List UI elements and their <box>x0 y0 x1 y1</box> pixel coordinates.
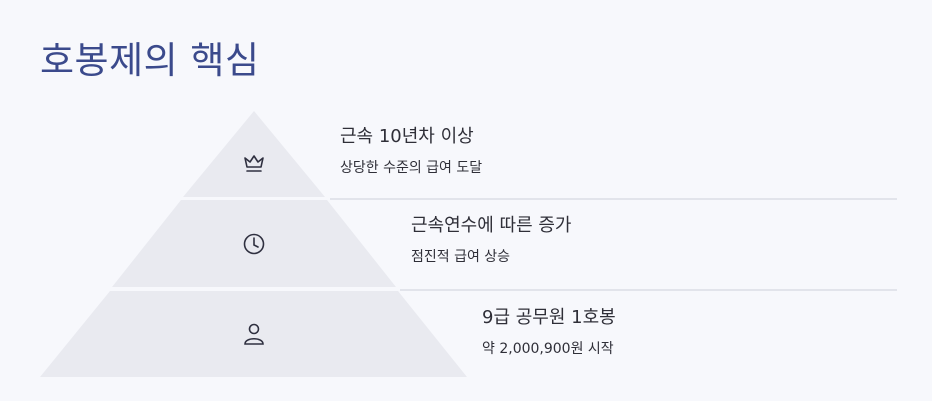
tier-description: 약 2,000,900원 시작 <box>482 341 614 357</box>
tier-description: 점진적 급여 상승 <box>411 249 511 265</box>
clock-icon <box>243 233 265 255</box>
person-icon <box>244 323 264 345</box>
tier-middle-label: 근속연수에 따른 증가 점진적 급여 상승 <box>411 215 571 266</box>
tier-top-label: 근속 10년차 이상 상당한 수준의 급여 도달 <box>340 126 482 177</box>
tier-heading: 근속 10년차 이상 <box>340 126 474 147</box>
tier-description: 상당한 수준의 급여 도달 <box>340 160 483 176</box>
tier-heading: 9급 공무원 1호봉 <box>482 307 616 328</box>
pyramid-tier-top <box>183 111 325 197</box>
tier-bottom-label: 9급 공무원 1호봉 약 2,000,900원 시작 <box>482 307 616 358</box>
page-title: 호봉제의 핵심 <box>40 39 260 82</box>
crown-icon <box>244 155 264 172</box>
tier-heading: 근속연수에 따른 증가 <box>411 215 572 236</box>
